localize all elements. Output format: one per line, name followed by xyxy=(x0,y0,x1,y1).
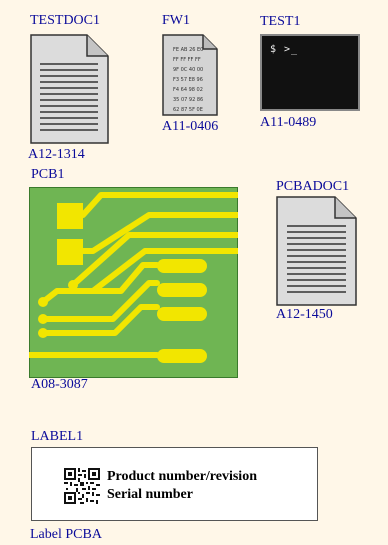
label1-label-icon[interactable]: Product number/revision Serial number xyxy=(31,447,318,521)
label1-name: LABEL1 xyxy=(31,429,84,444)
pcbadoc1-document-icon[interactable] xyxy=(276,196,357,306)
label1-line1: Product number/revision xyxy=(107,469,257,484)
fw1-hex-line: 35 07 92 86 xyxy=(173,97,203,103)
fw1-name: FW1 xyxy=(162,13,190,28)
test1-terminal-icon[interactable]: $ >_ xyxy=(260,34,360,111)
testdoc1-name: TESTDOC1 xyxy=(30,13,100,28)
test1-code: A11-0489 xyxy=(260,115,317,130)
fw1-hex-line: 62 87 5F 0E xyxy=(173,107,203,113)
pcb1-circuit-board-icon[interactable] xyxy=(29,187,238,378)
qr-code-icon xyxy=(64,468,100,504)
pcbadoc1-name: PCBADOC1 xyxy=(276,179,350,194)
fw1-hex-line: F3 57 E8 96 xyxy=(173,77,203,83)
fw1-hex-line: 9F 0C 40 00 xyxy=(173,67,203,73)
test1-prompt: $ >_ xyxy=(270,44,299,55)
testdoc1-code: A12-1314 xyxy=(28,147,85,162)
fw1-firmware-icon[interactable]: FE AB 26 E0 FF FF FF FF 9F 0C 40 00 F3 5… xyxy=(162,34,218,116)
label1-caption: Label PCBA xyxy=(30,527,102,542)
fw1-hex-line: FE AB 26 E0 xyxy=(173,47,203,53)
pcb1-name: PCB1 xyxy=(31,167,65,182)
testdoc1-document-icon[interactable] xyxy=(30,34,109,144)
pcb1-code: A08-3087 xyxy=(31,377,88,392)
label1-line2: Serial number xyxy=(107,487,193,502)
fw1-hex-line: F4 64 98 02 xyxy=(173,87,203,93)
test1-name: TEST1 xyxy=(260,14,301,29)
pcbadoc1-code: A12-1450 xyxy=(276,307,333,322)
fw1-hex-line: FF FF FF FF xyxy=(173,57,201,63)
fw1-code: A11-0406 xyxy=(162,119,219,134)
